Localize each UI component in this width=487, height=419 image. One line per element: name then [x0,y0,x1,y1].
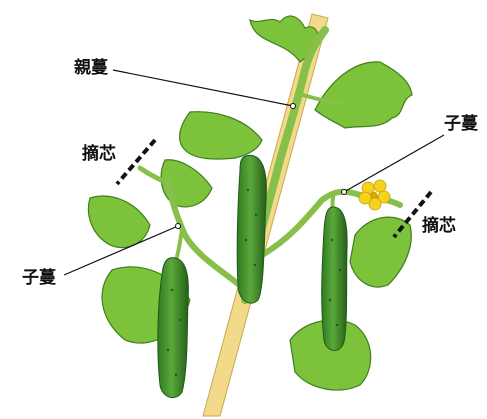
cucumber-center [237,155,266,303]
cucumber-left [158,258,189,398]
label-main-vine: 親蔓 [74,60,108,77]
label-pinch-left: 摘芯 [82,146,116,163]
leaf-left [88,196,150,248]
branch-to-left-cuke [176,230,182,260]
label-pinch-right: 摘芯 [422,218,456,235]
flower-icon [359,180,390,210]
leaf-mid-left [180,112,262,159]
label-side-vine-right: 子蔓 [444,116,478,133]
leaf-top-right [315,62,412,128]
leader-side-vine-right [344,135,444,192]
pinch-mark-left [117,140,155,184]
cucumber-right [322,207,347,351]
leader-main-vine [113,70,293,106]
label-side-vine-left: 子蔓 [22,270,56,287]
